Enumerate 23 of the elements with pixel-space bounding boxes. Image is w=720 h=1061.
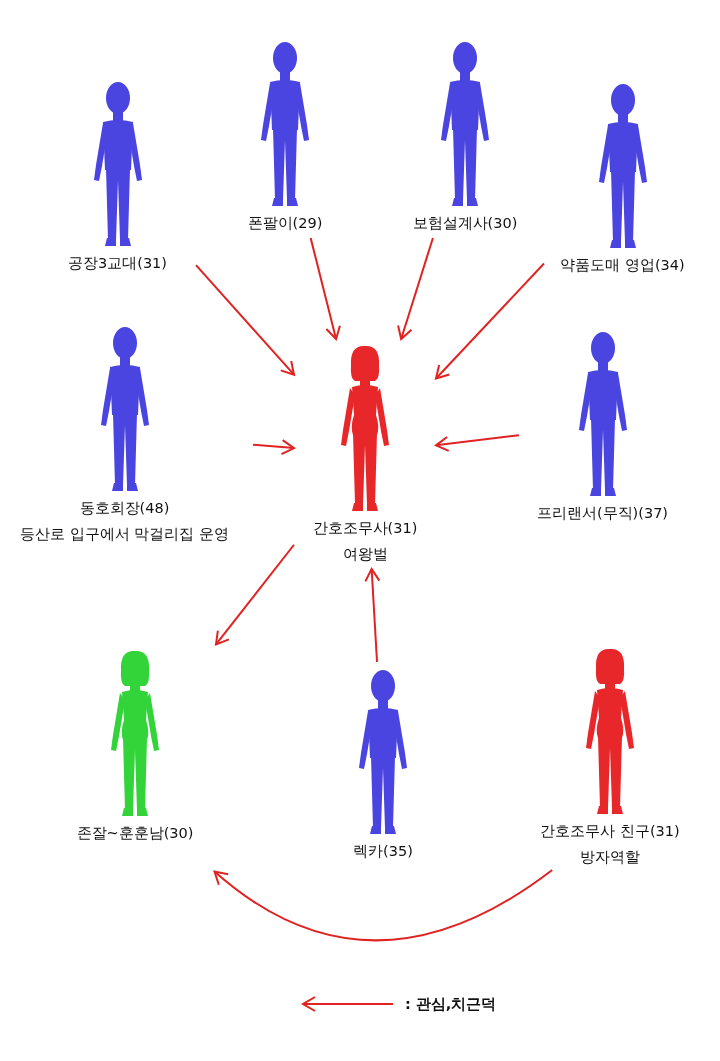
arrow (215, 543, 295, 646)
person-label: 보험설계사(30) (412, 214, 518, 233)
person-label: 간호조무사 친구(31) (540, 822, 680, 841)
person-label: 프리랜서(무직)(37) (536, 504, 669, 523)
arrow (252, 439, 295, 456)
person-description: 방자역할 (580, 848, 640, 867)
person-label: 렉카(35) (353, 842, 413, 861)
person-description: 여왕벌 (342, 545, 388, 564)
person-label: 존잘~훈훈남(30) (76, 824, 194, 843)
person-label: 공장3교대(31) (68, 254, 167, 273)
arrow (195, 264, 295, 376)
person-label: 약품도매 영업(34) (560, 256, 685, 275)
person-label: 폰팔이(29) (247, 214, 323, 233)
arrow (309, 237, 341, 340)
arrow (435, 434, 520, 452)
person-label: 동호회장(48) (79, 499, 170, 518)
legend-text: : 관심,치근덕 (405, 995, 497, 1014)
person-description: 등산로 입구에서 막걸리집 운영 (20, 525, 229, 544)
arrow (435, 262, 545, 380)
person-label: 간호조무사(31) (312, 519, 418, 538)
arrow (364, 568, 381, 663)
arrow (397, 237, 434, 340)
arrow (213, 869, 554, 942)
